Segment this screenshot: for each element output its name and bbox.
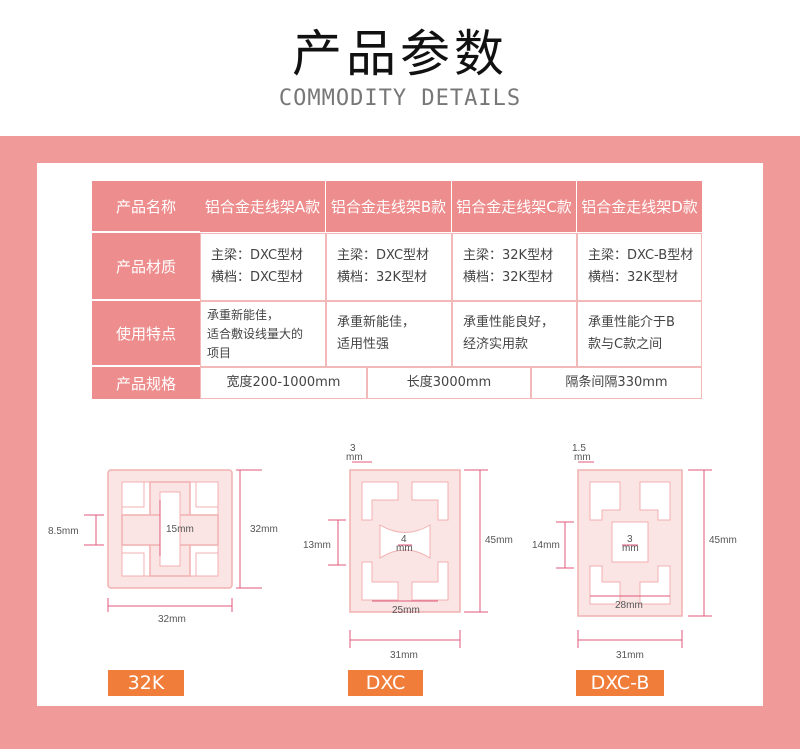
row-label-material: 产品材质 [92, 233, 200, 300]
cell-text: 承重性能良好， [463, 315, 555, 330]
dim-dxcb-top: 1.5 [572, 443, 586, 454]
table-cell: 承重性能良好， 经济实用款 [452, 301, 577, 367]
dim-dxc-gap: 4 [401, 534, 407, 545]
column-header-b: 铝合金走线架B款 [326, 181, 452, 233]
table-cell: 长度3000mm [367, 367, 531, 399]
cell-text: 横档：32K型材 [337, 270, 428, 285]
cell-text: 经济实用款 [463, 337, 529, 352]
table-cell: 承重新能佳， 适用性强 [326, 301, 452, 367]
cell-text: 横档：DXC型材 [211, 270, 304, 285]
profile-32k-drawing [84, 469, 262, 612]
row-label-name: 产品名称 [92, 181, 200, 232]
cell-text: 承重性能介于B [588, 315, 675, 330]
profile-dxc-drawing [328, 461, 488, 648]
profile-label-dxc: DXC [348, 670, 423, 696]
cell-text: 主梁：DXC型材 [211, 248, 304, 263]
page-subtitle: COMMODITY DETAILS [278, 86, 522, 111]
dim-dxc-top: 3 [350, 443, 356, 454]
dim-dxcb-gap: 3 [627, 534, 633, 545]
dim-dxcb-height: 45mm [709, 535, 737, 546]
dim-dxcb-width: 31mm [616, 650, 644, 661]
dim-dxcb-inner: 28mm [615, 600, 643, 611]
cell-text: 主梁：DXC型材 [337, 248, 430, 263]
dim-dxc-top-unit: mm [346, 452, 363, 463]
row-label-features: 使用特点 [92, 301, 200, 366]
header: 产品参数 COMMODITY DETAILS [0, 0, 800, 136]
table-cell: 宽度200-1000mm [200, 367, 367, 399]
table-cell: 承重性能介于B 款与C款之间 [577, 301, 702, 367]
cell-text: 横档：32K型材 [588, 270, 679, 285]
column-header-a: 铝合金走线架A款 [200, 181, 326, 233]
cell-text: 主梁：32K型材 [463, 248, 554, 263]
cell-text: 主梁：DXC-B型材 [588, 248, 694, 263]
spec-table: 产品名称 产品材质 使用特点 产品规格 铝合金走线架A款 铝合金走线架B款 铝合… [92, 181, 702, 399]
cell-text: 项目 [207, 345, 232, 360]
cell-text: 横档：32K型材 [463, 270, 554, 285]
cell-text: 款与C款之间 [588, 337, 663, 352]
dim-32k-left: 8.5mm [48, 526, 79, 537]
column-header-c: 铝合金走线架C款 [452, 181, 577, 233]
cell-text: 承重新能佳， [337, 315, 416, 330]
dim-dxc-gap-unit: mm [396, 543, 413, 554]
dim-dxcb-gap-unit: mm [622, 543, 639, 554]
page-title: 产品参数 [292, 25, 508, 83]
dim-dxcb-top-unit: mm [574, 452, 591, 463]
dim-dxc-width: 31mm [390, 650, 418, 661]
table-cell: 主梁：DXC型材 横档：DXC型材 [200, 233, 326, 301]
table-cell: 主梁：DXC型材 横档：32K型材 [326, 233, 452, 301]
table-cell: 主梁：DXC-B型材 横档：32K型材 [577, 233, 702, 301]
dim-dxcb-left: 14mm [532, 540, 560, 551]
cell-text: 适合敷设线量大的 [207, 326, 304, 341]
dim-32k-height: 32mm [250, 524, 278, 535]
dim-32k-width: 32mm [158, 614, 186, 625]
dim-dxc-height: 45mm [485, 535, 513, 546]
dim-32k-inner: 15mm [166, 524, 194, 535]
dim-dxc-left: 13mm [303, 540, 331, 551]
profile-label-32k: 32K [108, 670, 184, 696]
table-cell: 隔条间隔330mm [531, 367, 702, 399]
dim-dxc-inner: 25mm [392, 605, 420, 616]
table-cell: 主梁：32K型材 横档：32K型材 [452, 233, 577, 301]
cell-text: 承重新能佳， [207, 307, 280, 322]
profile-label-dxcb: DXC-B [576, 670, 664, 696]
row-label-specs: 产品规格 [92, 367, 200, 399]
profile-dxcb-drawing [556, 461, 712, 648]
cell-text: 适用性强 [337, 337, 390, 352]
table-cell: 承重新能佳， 适合敷设线量大的 项目 [200, 301, 326, 367]
column-header-d: 铝合金走线架D款 [577, 181, 702, 233]
